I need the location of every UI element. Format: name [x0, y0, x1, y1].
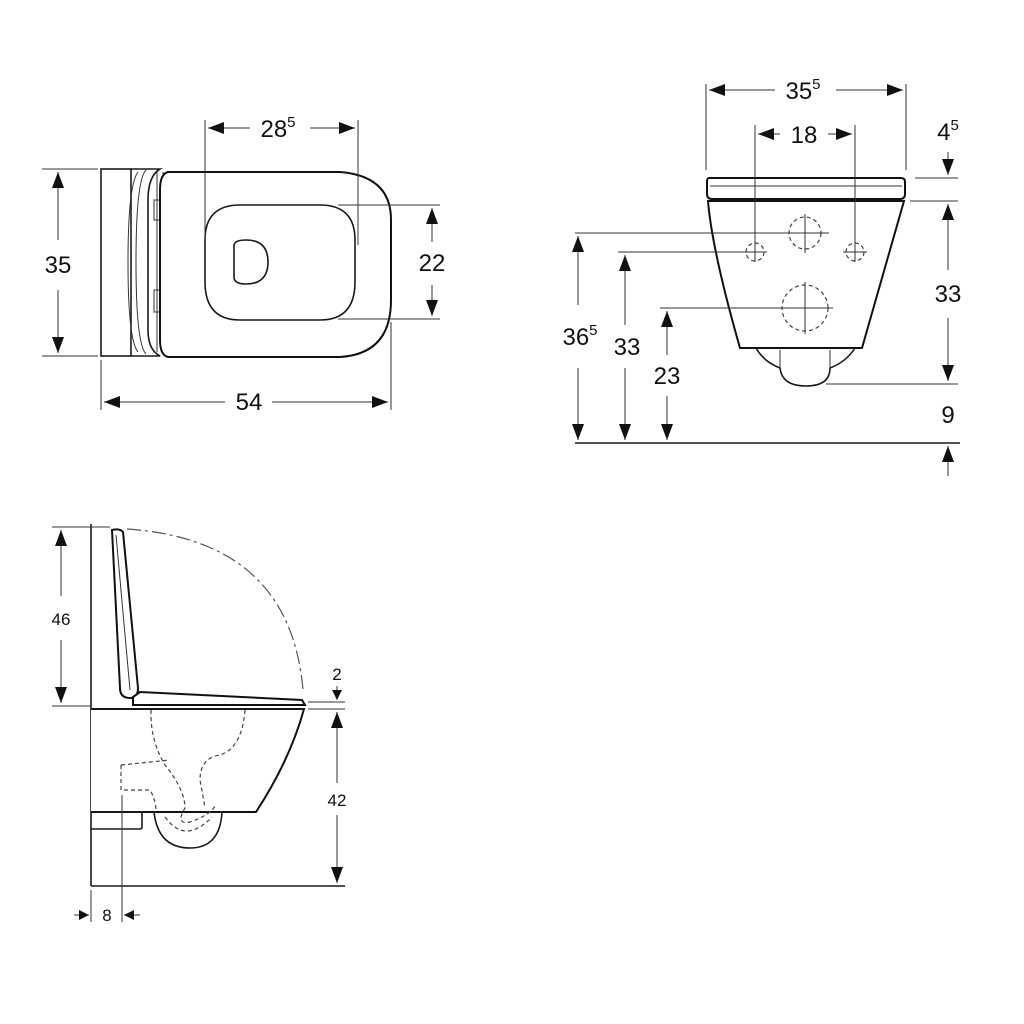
top-view: 35 54 285 22 — [42, 114, 445, 416]
dim-rear-overall-width: 355 — [785, 76, 820, 105]
dim-overall-length: 54 — [236, 389, 263, 416]
dim-bolt-spacing: 18 — [791, 122, 818, 149]
lid-swing-arc — [126, 528, 304, 691]
dim-inlet-height: 365 — [562, 322, 597, 351]
open-lid — [110, 528, 140, 700]
dim-seat-gap: 2 — [332, 665, 341, 684]
dim-bolt-height: 33 — [614, 334, 641, 361]
dim-seat-opening-width: 22 — [419, 250, 446, 277]
dim-body-height: 33 — [935, 281, 962, 308]
dim-seat-thickness: 45 — [937, 117, 959, 146]
dim-overall-width: 35 — [45, 252, 72, 279]
seat-lid — [706, 177, 906, 200]
wall-mount-plate — [100, 168, 132, 357]
seat-outline — [159, 171, 392, 358]
dim-outlet-height: 23 — [654, 363, 681, 390]
dim-bottom-offset: 9 — [941, 402, 954, 429]
dim-rim-height: 42 — [328, 791, 347, 810]
seat-side — [132, 690, 307, 706]
side-view: 46 2 42 8 — [52, 524, 347, 925]
dim-wall-offset: 8 — [102, 906, 111, 925]
dim-seat-opening-length: 285 — [260, 114, 295, 143]
rear-view: 355 18 45 33 9 365 33 23 — [562, 76, 961, 476]
dim-lid-open-height: 46 — [52, 610, 71, 629]
seat-opening — [204, 204, 356, 321]
bowl-side — [91, 708, 306, 813]
bowl-body — [706, 200, 906, 349]
